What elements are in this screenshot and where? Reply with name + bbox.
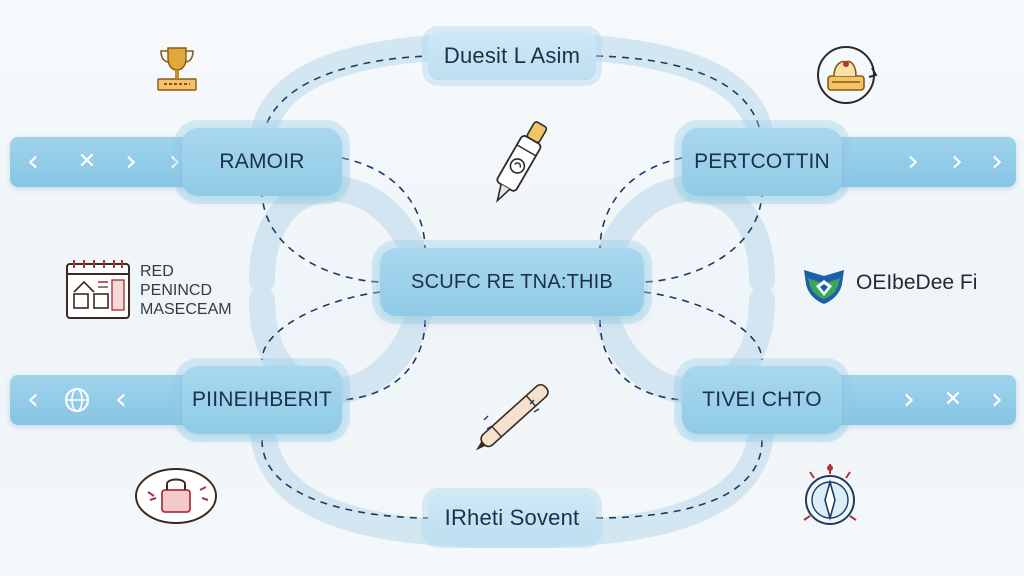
- node-top[interactable]: Duesit L Asim: [428, 32, 596, 80]
- node-center[interactable]: SCUFC RE TNA:THIB: [380, 248, 644, 316]
- side-label-line: MASECEAM: [140, 301, 232, 318]
- side-label-line: PENINCD: [140, 282, 213, 299]
- scroll-icon: [812, 42, 882, 113]
- chevron-right-icon[interactable]: ›: [125, 144, 137, 179]
- chevron-right-icon[interactable]: ›: [903, 382, 915, 417]
- close-icon[interactable]: ✕: [943, 387, 963, 412]
- side-label-line: RED: [140, 263, 174, 280]
- node-left-upper[interactable]: RAMOIR: [182, 128, 342, 196]
- calendar-board-icon: [64, 258, 134, 327]
- node-left-lower[interactable]: PIINEIHBERIT: [182, 366, 342, 434]
- chevron-right-icon[interactable]: ›: [907, 144, 919, 179]
- chevron-right-icon[interactable]: ›: [991, 382, 1003, 417]
- left-side-label-block: RED PENINCD MASECEAM: [140, 262, 232, 319]
- compass-icon: [798, 460, 862, 541]
- chevron-right-icon[interactable]: ›: [951, 144, 963, 179]
- chevron-right-icon[interactable]: ›: [991, 144, 1003, 179]
- close-icon[interactable]: ✕: [77, 149, 97, 174]
- dashed-connectors: [261, 55, 763, 519]
- node-right-upper[interactable]: PERTCOTTIN: [682, 128, 842, 196]
- node-right-lower[interactable]: TIVEI CHTO: [682, 366, 842, 434]
- brand-label: OEIbeDee Fi: [856, 271, 978, 294]
- chevron-right-icon[interactable]: ›: [169, 144, 181, 179]
- chevron-left-icon[interactable]: ‹: [27, 144, 39, 179]
- shield-logo-icon: [802, 266, 846, 311]
- pen-icon: [462, 376, 558, 471]
- chevron-left-icon[interactable]: ‹: [115, 382, 127, 417]
- pipette-icon: [472, 112, 572, 221]
- globe-icon[interactable]: [62, 385, 92, 420]
- trophy-icon: [146, 42, 208, 99]
- node-bottom[interactable]: IRheti Sovent: [428, 494, 596, 542]
- lock-icon: [134, 466, 220, 531]
- chevron-left-icon[interactable]: ‹: [27, 382, 39, 417]
